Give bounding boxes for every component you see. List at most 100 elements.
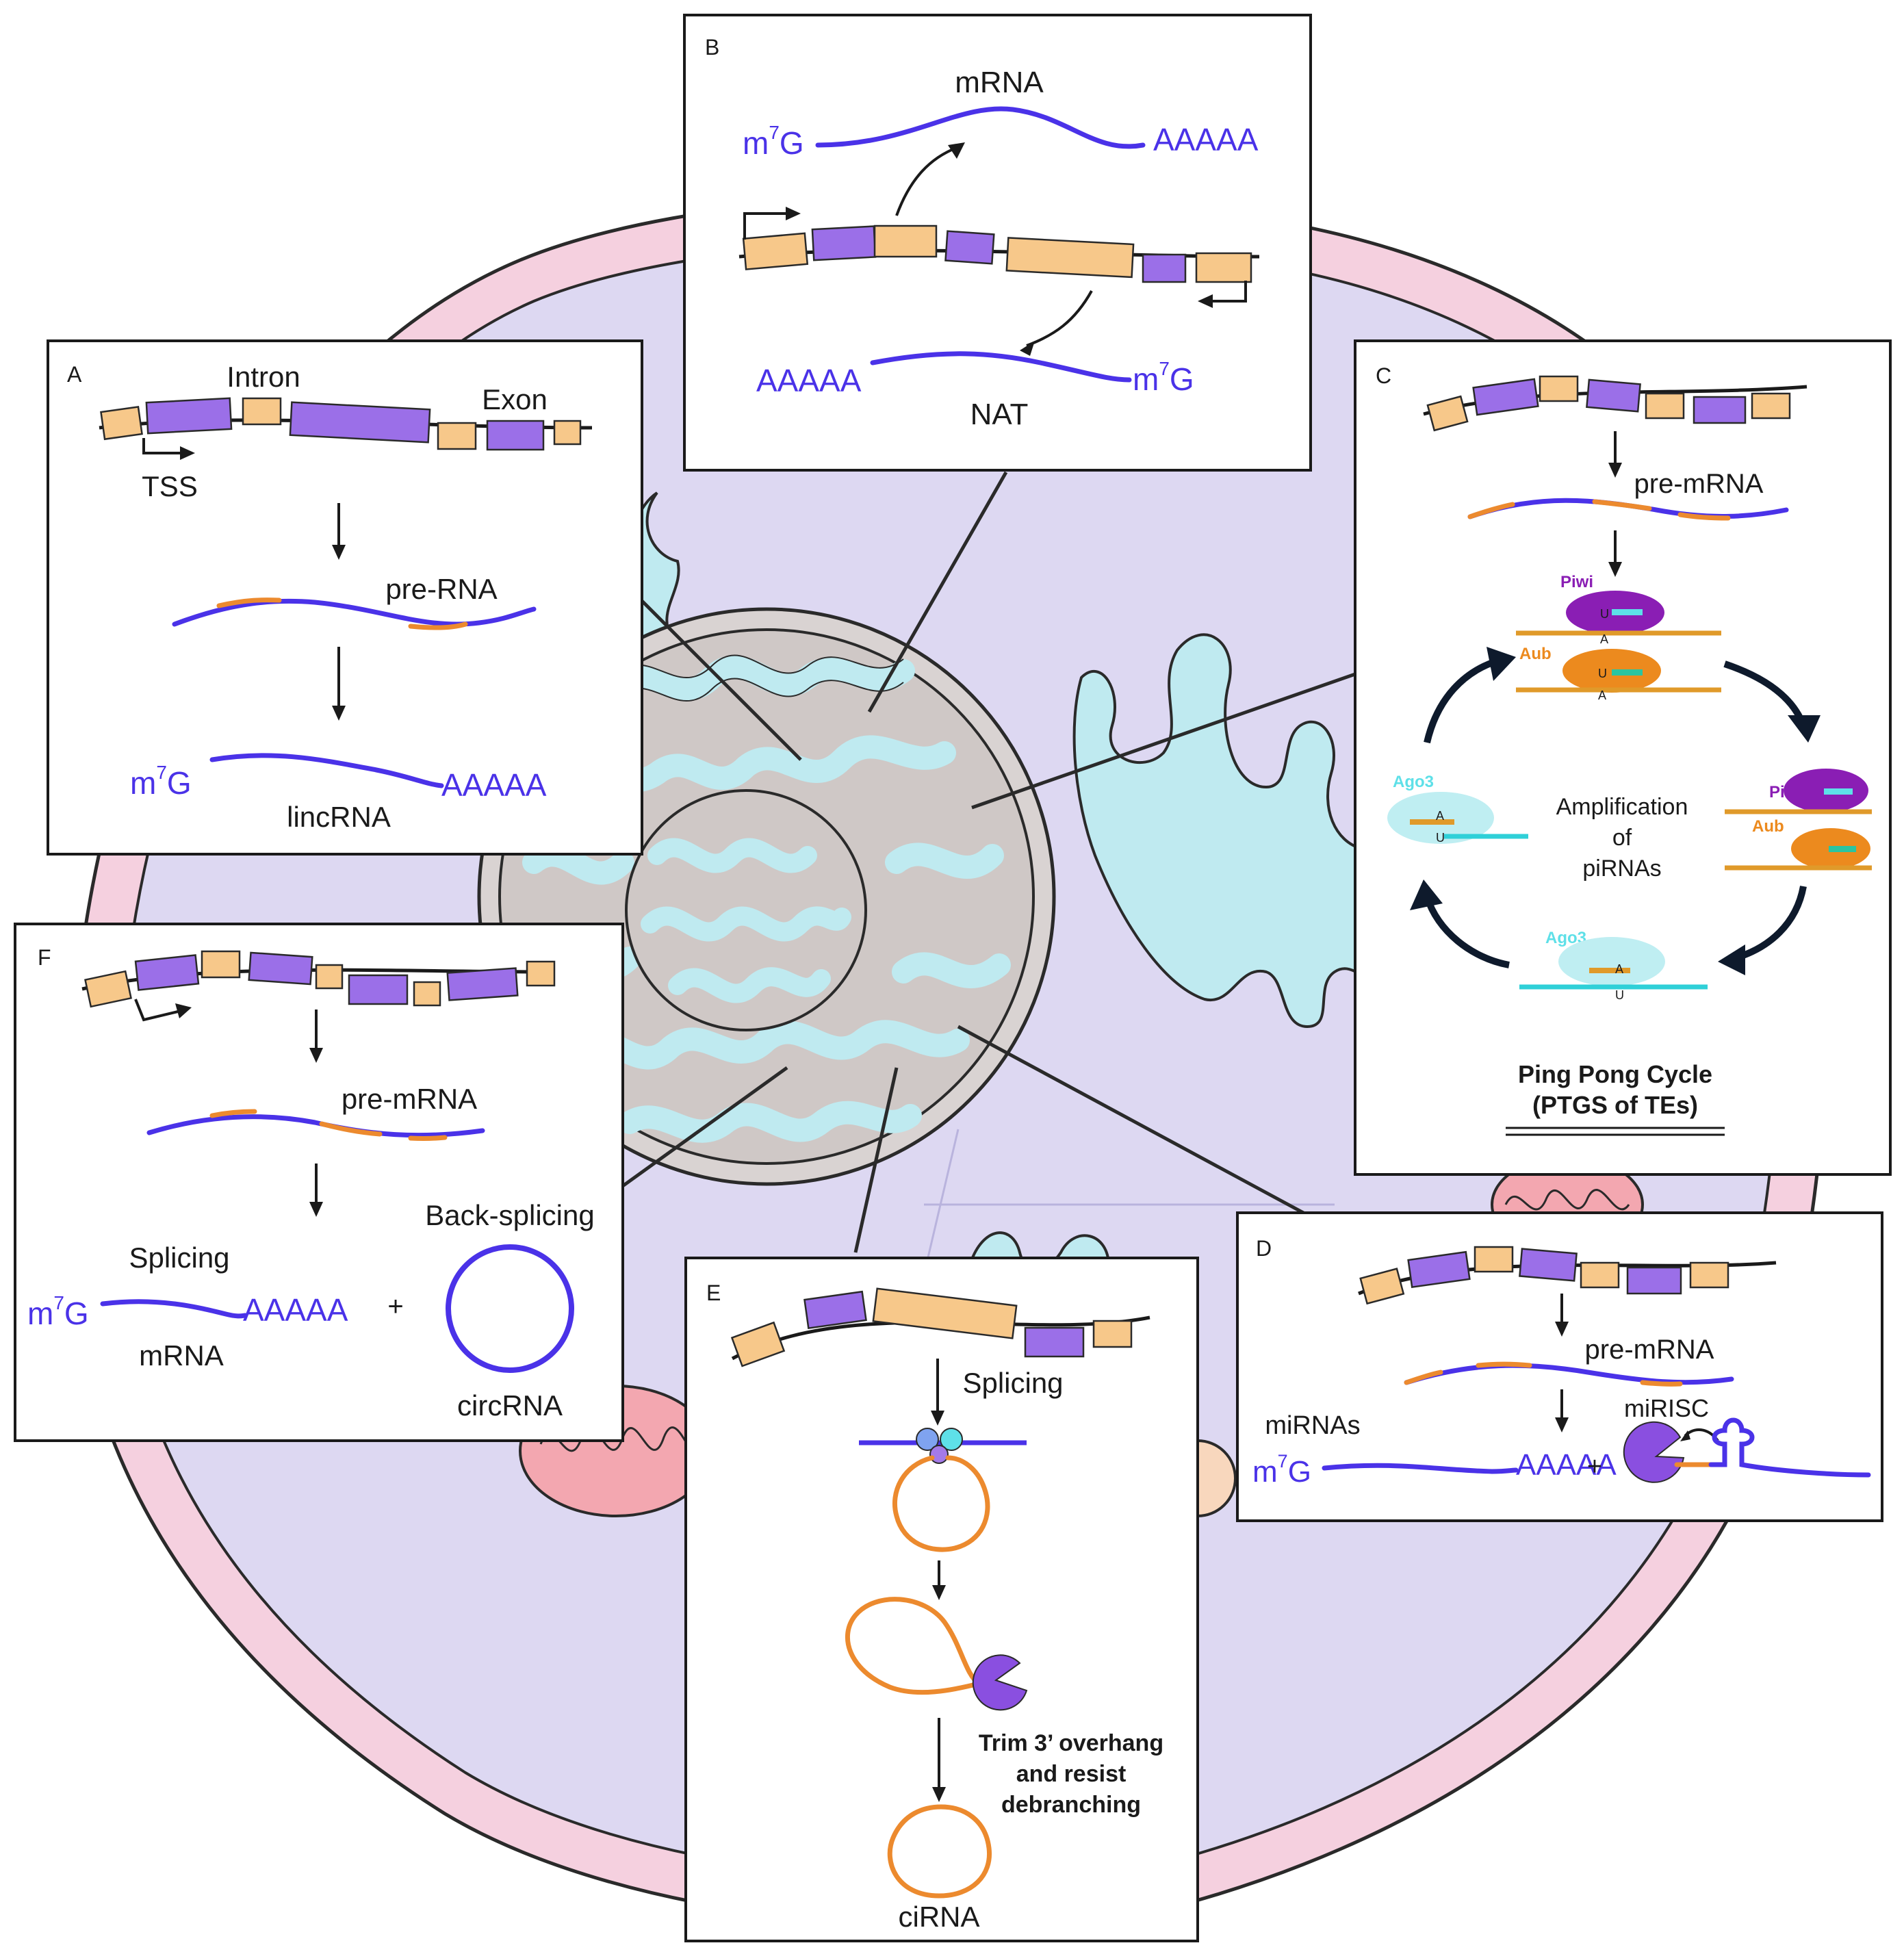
aub-label: Aub xyxy=(1519,645,1552,663)
trim-text: and resist xyxy=(1016,1761,1127,1787)
aub-label: Aub xyxy=(1752,817,1784,836)
cap-label: m7G xyxy=(1252,1451,1311,1489)
spliceosome xyxy=(940,1428,963,1451)
base-label: U xyxy=(1600,607,1609,621)
exon xyxy=(553,420,582,446)
cycle-subtitle: (PTGS of TEs) xyxy=(1532,1091,1698,1119)
panel-e: E Splicing Trim 3’ overhang and resist d… xyxy=(684,1257,1199,1942)
center-text: Amplification xyxy=(1556,794,1688,820)
exon xyxy=(437,422,477,450)
target-mrna xyxy=(1708,1417,1871,1478)
exon xyxy=(1474,1246,1514,1273)
debranching-enzyme xyxy=(972,1654,1028,1711)
circrna-label: circRNA xyxy=(457,1389,563,1422)
tss-label: TSS xyxy=(142,470,198,502)
intron xyxy=(1519,1248,1578,1282)
plus-sign: + xyxy=(1587,1452,1602,1481)
tss-arrow xyxy=(743,212,787,240)
exon xyxy=(413,981,441,1007)
intron xyxy=(446,967,519,1001)
mirisc-label: miRISC xyxy=(1624,1394,1709,1422)
pre-rna-strand xyxy=(172,598,537,627)
intron xyxy=(1693,396,1747,424)
exon xyxy=(742,232,809,270)
splicing-label: Splicing xyxy=(129,1242,229,1274)
intron xyxy=(248,951,313,986)
panel-letter: F xyxy=(38,945,51,970)
panel-letter: D xyxy=(1256,1236,1272,1261)
intron xyxy=(1626,1266,1682,1295)
pirna-guide xyxy=(1589,968,1630,973)
panel-letter: C xyxy=(1376,363,1391,388)
mirna-strand xyxy=(1322,1463,1519,1474)
cycle-arrow xyxy=(1424,895,1510,968)
mrna-label: mRNA xyxy=(955,66,1044,99)
exon xyxy=(315,964,344,990)
panel-b: B mRNA m7G AAAAA AAAAA m7G NAT xyxy=(683,14,1312,472)
exon-label: Exon xyxy=(482,383,548,415)
antisense-tss-arrow xyxy=(1211,281,1247,303)
pre-rna-label: pre-RNA xyxy=(385,573,497,605)
cycle-arrow xyxy=(1424,657,1500,744)
callout-lines xyxy=(615,471,1356,1253)
arrowhead xyxy=(1718,944,1745,975)
exon xyxy=(1580,1261,1620,1289)
cirna-label: ciRNA xyxy=(898,1901,979,1933)
arrowhead xyxy=(332,706,346,721)
exon-segment xyxy=(1592,499,1652,511)
arrowhead xyxy=(1555,1322,1569,1337)
pirna-guide xyxy=(1829,846,1856,852)
exon xyxy=(526,960,556,987)
intron xyxy=(1407,1250,1471,1289)
pirna-guide xyxy=(1410,819,1454,825)
exon-segment xyxy=(1404,1370,1443,1385)
base-label: A xyxy=(1615,962,1623,976)
tss-arrow xyxy=(142,438,181,454)
arrowhead xyxy=(1410,879,1443,910)
spliceosome xyxy=(929,1445,949,1464)
arrowhead xyxy=(786,207,801,220)
base-label: U xyxy=(1436,831,1445,845)
intron xyxy=(803,1290,867,1330)
pirna-guide xyxy=(1824,788,1853,795)
pre-mrna-strand xyxy=(1404,1363,1734,1385)
exon-segment xyxy=(1677,512,1731,521)
cap-label: m7G xyxy=(130,762,192,801)
exon-segment xyxy=(408,1135,448,1141)
intron-label: Intron xyxy=(227,361,300,393)
lincrna-strand xyxy=(209,753,444,788)
exon xyxy=(201,950,241,979)
plus-sign: + xyxy=(387,1291,403,1322)
intron xyxy=(1142,253,1187,283)
pre-mrna-label: pre-mRNA xyxy=(1585,1335,1714,1365)
circrna-circle xyxy=(446,1244,574,1373)
panel-d: D pre-mRNA miRNAs miRISC m7G AAAAA + xyxy=(1236,1211,1883,1522)
arrowhead xyxy=(180,446,195,460)
intron xyxy=(944,230,995,265)
exon xyxy=(873,224,938,258)
polya-label: AAAAA xyxy=(243,1292,348,1328)
intron xyxy=(348,974,409,1005)
exon-segment xyxy=(209,1109,257,1118)
arrowhead xyxy=(332,545,346,560)
arrowhead xyxy=(948,142,965,159)
splicing-label: Splicing xyxy=(962,1367,1063,1399)
exon-segment xyxy=(216,597,282,608)
intron xyxy=(1024,1326,1085,1358)
nucleolus-chromatin xyxy=(641,838,851,1003)
base-label: A xyxy=(1436,809,1444,823)
panel-letter: A xyxy=(67,362,82,387)
cycle-arrow xyxy=(1734,886,1807,962)
trim-text: Trim 3’ overhang xyxy=(979,1730,1163,1756)
intron xyxy=(1586,378,1641,413)
ago3-label: Ago3 xyxy=(1393,773,1434,791)
back-splicing-label: Back-splicing xyxy=(425,1199,594,1231)
center-text: of xyxy=(1612,825,1632,851)
polya-label: AAAAA xyxy=(1153,122,1259,157)
cap-label: m7G xyxy=(743,122,804,161)
exon xyxy=(1751,392,1791,420)
panel-f: F pre-mRNA Back-splicing Splicing m7G AA… xyxy=(14,923,624,1442)
trim-text: debranching xyxy=(1001,1792,1141,1818)
arrowhead xyxy=(309,1048,323,1063)
intron xyxy=(1472,378,1539,416)
